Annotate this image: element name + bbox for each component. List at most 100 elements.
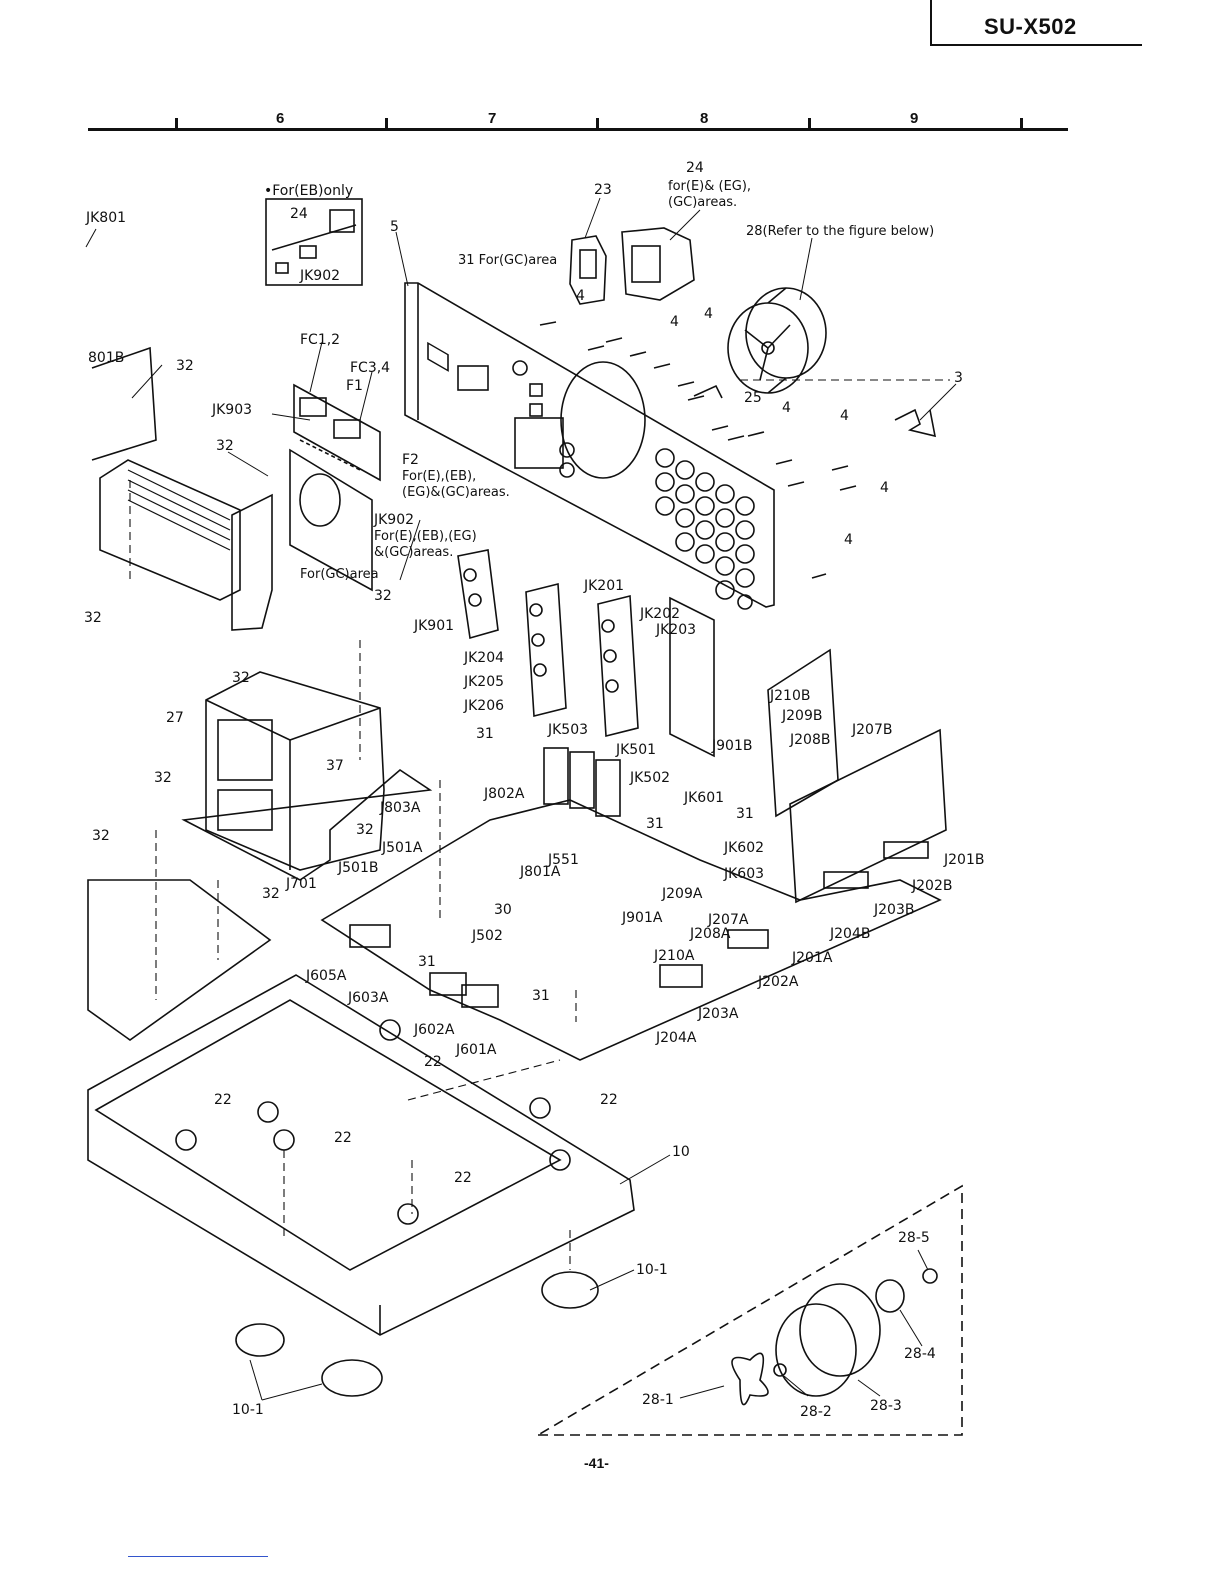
fuse-holder-board	[293, 383, 381, 482]
label-10-1-b: 10-1	[232, 1402, 264, 1418]
page-number: -41-	[584, 1455, 609, 1471]
label-j202b: J202B	[911, 878, 952, 894]
label-22-c: 22	[214, 1092, 232, 1108]
label-32-i: 32	[92, 828, 110, 844]
label-28-4: 28-4	[904, 1346, 936, 1362]
grid-tick	[175, 118, 178, 131]
grid-tick	[808, 118, 811, 131]
note-eb-only: •For(EB)only	[264, 183, 353, 199]
note-24-areas-line1: for(E)& (EG),	[668, 179, 751, 194]
jk901-board	[457, 549, 499, 640]
label-22-e: 22	[454, 1170, 472, 1186]
label-jk603: JK603	[723, 866, 764, 882]
model-number: SU-X502	[984, 14, 1077, 39]
label-31-b: 31	[646, 816, 664, 832]
ac-inlet-23	[569, 235, 607, 305]
label-4-d: 4	[782, 400, 791, 416]
grid-column-7: 7	[488, 110, 497, 127]
label-j502: J502	[471, 928, 503, 944]
label-jk503: JK503	[547, 722, 588, 738]
label-24-inset: 24	[290, 206, 308, 222]
label-5: 5	[390, 219, 399, 235]
label-jk501: JK501	[615, 742, 656, 758]
label-j501a: J501A	[381, 840, 423, 856]
label-j201b: J201B	[943, 852, 984, 868]
bracket-3	[894, 408, 937, 438]
label-jk202: JK202	[639, 606, 680, 622]
label-4-a: 4	[576, 288, 585, 304]
label-j208b: J208B	[789, 732, 830, 748]
spring-25	[693, 384, 723, 399]
label-3: 3	[954, 370, 963, 386]
label-32-h: 32	[154, 770, 172, 786]
connector-j602a	[429, 972, 467, 996]
label-4-e: 4	[840, 408, 849, 424]
label-4-c: 4	[704, 306, 713, 322]
fan-housing-28-3	[775, 1303, 857, 1397]
label-32-f: 32	[84, 610, 102, 626]
eb-only-inset-box	[265, 198, 363, 286]
motor-28-4	[875, 1279, 905, 1313]
label-j204b: J204B	[829, 926, 870, 942]
label-j207a: J207A	[707, 912, 749, 928]
label-j603a: J603A	[347, 990, 389, 1006]
label-j901a: J901A	[621, 910, 663, 926]
label-j202a: J202A	[757, 974, 799, 990]
label-f1: F1	[346, 378, 363, 394]
grid-tick	[385, 118, 388, 131]
label-jk801: JK801	[85, 210, 126, 226]
label-j209b: J209B	[781, 708, 822, 724]
voltage-selector-plate	[289, 448, 373, 592]
label-4-f: 4	[880, 480, 889, 496]
label-801b: 801B	[88, 350, 124, 366]
label-j801a: J801A	[519, 864, 561, 880]
fan-cutout	[560, 361, 646, 479]
label-j209a: J209A	[661, 886, 703, 902]
feet-22	[175, 1019, 571, 1225]
connector-j202a	[727, 929, 769, 949]
grid-column-9: 9	[910, 110, 919, 127]
label-31-e: 31	[532, 988, 550, 1004]
note-refer-28: 28(Refer to the figure below)	[746, 224, 934, 239]
label-j701: J701	[285, 876, 317, 892]
label-j203a: J203A	[697, 1006, 739, 1022]
heat-sink	[99, 459, 241, 601]
connector-j201b	[883, 841, 929, 859]
note-f2-line1: For(E),(EB),	[402, 469, 476, 484]
jack-holes-array	[655, 448, 755, 610]
bracket-28-5	[922, 1268, 938, 1284]
side-chassis-panel	[87, 879, 272, 1041]
label-32-e: 32	[262, 886, 280, 902]
footer-rule	[128, 1556, 268, 1557]
label-10: 10	[672, 1144, 690, 1160]
fan-blade-28-1	[731, 1352, 769, 1406]
label-24: 24	[686, 160, 704, 176]
connector-j605a	[349, 924, 391, 948]
label-28-2: 28-2	[800, 1404, 832, 1420]
label-28-1: 28-1	[642, 1392, 674, 1408]
relay-jacks-jk501-jk503	[543, 747, 621, 817]
label-32-g: 32	[232, 670, 250, 686]
label-j208a: J208A	[689, 926, 731, 942]
label-jk205: JK205	[463, 674, 504, 690]
label-j201a: J201A	[791, 950, 833, 966]
label-30: 30	[494, 902, 512, 918]
label-22-a: 22	[424, 1054, 442, 1070]
grid-column-6: 6	[276, 110, 285, 127]
bottom-chassis	[87, 974, 635, 1336]
grid-column-8: 8	[700, 110, 709, 127]
label-jk203: JK203	[655, 622, 696, 638]
label-j901b: J901B	[711, 738, 752, 754]
label-jk903: JK903	[211, 402, 252, 418]
label-22-d: 22	[334, 1130, 352, 1146]
label-j803a: J803A	[379, 800, 421, 816]
label-jk902-inset: JK902	[299, 268, 340, 284]
jk201-jk203-board	[597, 594, 639, 738]
jk204-jk206-board	[525, 582, 567, 718]
label-j210b: J210B	[769, 688, 810, 704]
label-32: 32	[176, 358, 194, 374]
label-j551: J551	[547, 852, 579, 868]
main-pcb	[320, 799, 942, 1061]
label-j601a: J601A	[455, 1042, 497, 1058]
